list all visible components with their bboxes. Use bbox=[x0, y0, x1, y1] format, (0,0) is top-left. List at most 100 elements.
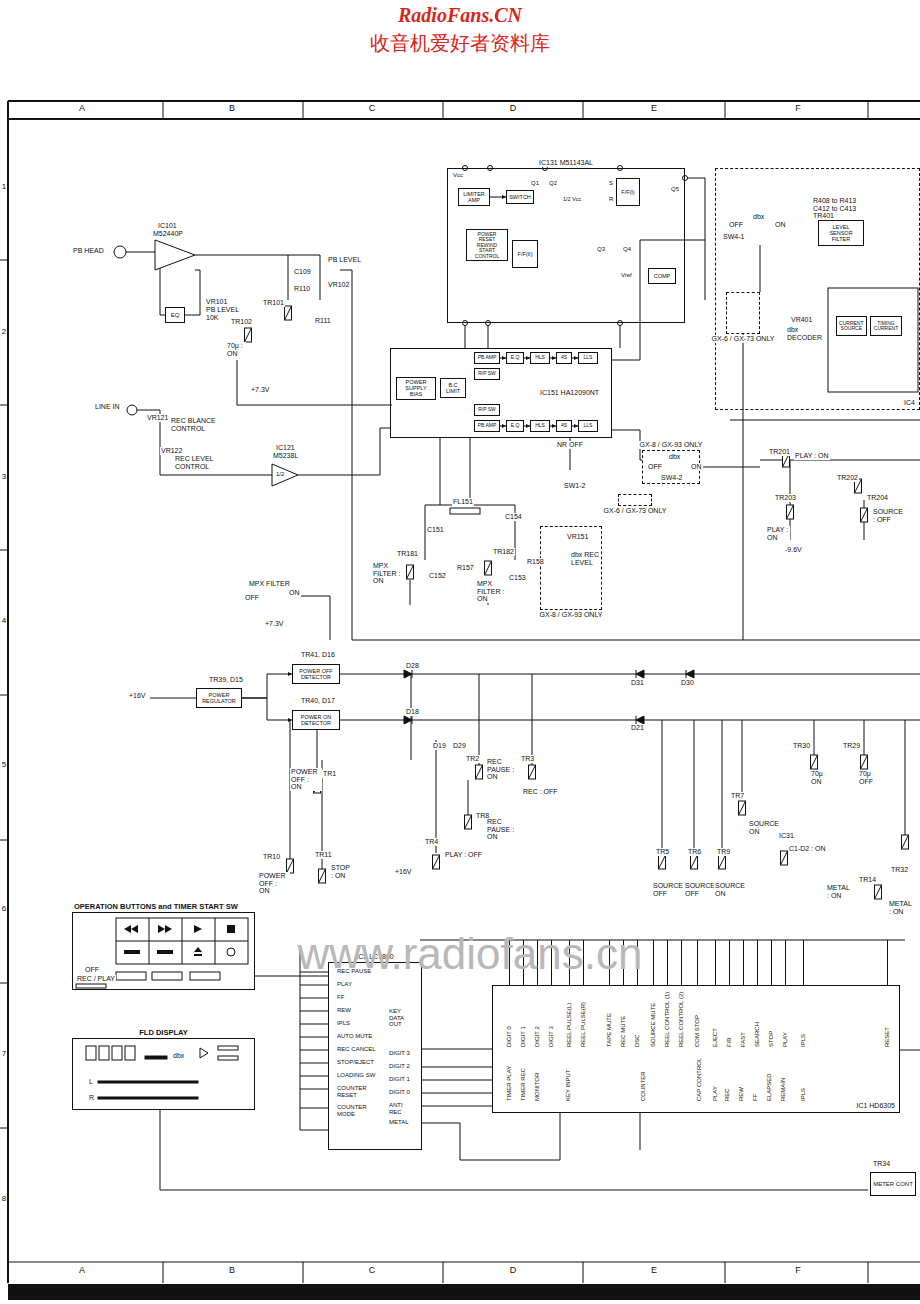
transistor-symbol bbox=[781, 851, 788, 865]
schematic-label: Q1 bbox=[530, 180, 540, 187]
schematic-label: TR102 bbox=[230, 318, 253, 326]
function-block: B.C LIMIT bbox=[440, 378, 466, 398]
pin-wire bbox=[697, 940, 698, 985]
block-label: LLS bbox=[584, 355, 593, 361]
pin-name: REC MUTE bbox=[620, 1015, 627, 1048]
schematic-label: TR29 bbox=[842, 742, 861, 750]
block-label: LEVEL SENSOR FILTER bbox=[821, 224, 861, 242]
pin-name: REC PAUSE bbox=[336, 968, 378, 975]
schematic-label: dbx bbox=[668, 453, 681, 461]
pin-name: MONITOR bbox=[534, 1072, 541, 1102]
schematic-label: MPX FILTER : ON bbox=[476, 580, 508, 603]
ic4-inner-block bbox=[828, 288, 918, 392]
grid-reference: 2 bbox=[1, 328, 7, 337]
pin-name: REEL PULSE(L) bbox=[566, 1002, 573, 1048]
pin-name: ELAPSED bbox=[766, 1072, 773, 1102]
schematic-label: L bbox=[88, 1078, 94, 1086]
schematic-label: Q5 bbox=[670, 186, 680, 193]
grid-reference: 4 bbox=[1, 617, 7, 626]
schematic-label: Q4 bbox=[622, 246, 632, 253]
pin-name: FAST bbox=[740, 1031, 747, 1048]
schematic-label: TR204 bbox=[866, 494, 889, 502]
pin-name: COUNTER RESET bbox=[336, 1085, 378, 1098]
schematic-label: R bbox=[608, 196, 614, 203]
function-block: LLS bbox=[578, 352, 598, 364]
schematic-label: FL151 bbox=[452, 498, 474, 506]
pin-name: AUTO MUTE bbox=[336, 1033, 378, 1040]
pin-name: COM STOP bbox=[694, 1014, 701, 1048]
schematic-label: IC121 bbox=[275, 444, 296, 452]
flip-flop-block: F/F(II) bbox=[512, 240, 538, 268]
pin-wire bbox=[729, 940, 730, 985]
pin-name: TIMER PLAY bbox=[506, 1065, 513, 1102]
grid-reference: 6 bbox=[1, 905, 7, 914]
schematic-label: TR11 bbox=[314, 851, 333, 859]
pin-wire bbox=[771, 940, 772, 985]
grid-reference: C bbox=[368, 1266, 377, 1276]
pin-name: SOURCE MUTE bbox=[650, 1002, 657, 1048]
schematic-label: +16V bbox=[128, 692, 147, 700]
block-label: TIMING CURRENT bbox=[873, 321, 899, 332]
schematic-label: M52440P bbox=[152, 230, 184, 238]
transistor-symbol bbox=[287, 859, 294, 873]
pin-name: PLAY bbox=[712, 1085, 719, 1102]
transistor-symbol bbox=[875, 885, 882, 899]
pin-name: PLAY bbox=[782, 1031, 789, 1048]
transistor-symbol bbox=[787, 505, 794, 519]
block-heading: GX-8 / GX-93 ONLY bbox=[639, 441, 704, 449]
schematic-label: SOURCE ON bbox=[714, 882, 740, 897]
schematic-label: R110 bbox=[293, 285, 311, 293]
schematic-label: R bbox=[88, 1094, 95, 1102]
pin-name: FF bbox=[336, 994, 378, 1001]
schematic-label: VR101 bbox=[205, 298, 228, 306]
pin-name: REEL CONTROL (2) bbox=[678, 991, 685, 1048]
schematic-label: C151 bbox=[426, 526, 445, 534]
schematic-label: dbx DECODER bbox=[786, 326, 816, 341]
pin-name: F/R bbox=[726, 1036, 733, 1048]
fl151-coil bbox=[450, 508, 480, 514]
schematic-label: TR30 bbox=[792, 742, 811, 750]
schematic-label: TR10 bbox=[262, 853, 281, 861]
function-block: POWER SUPPLY BIAS bbox=[396, 377, 436, 400]
site-header: 收音机爱好者资料库 bbox=[369, 32, 551, 54]
function-block: LLS bbox=[578, 420, 598, 432]
transistor-symbol bbox=[861, 508, 868, 522]
schematic-label: METAL : ON bbox=[888, 900, 916, 915]
filter-block: LEVEL SENSOR FILTER bbox=[818, 220, 864, 246]
pin-wire bbox=[681, 940, 682, 985]
switch-block: R/P SW bbox=[474, 368, 500, 380]
option-region: GX-6 / GX-73 ONLY bbox=[726, 292, 760, 334]
block-heading: IC131 M51143AL bbox=[538, 159, 594, 167]
schematic-label: -9.6V bbox=[784, 546, 803, 554]
grid-reference: A bbox=[78, 104, 86, 114]
schematic-label: TR203 bbox=[774, 494, 797, 502]
transistor-symbol bbox=[245, 328, 252, 342]
switch-block: R/P SW bbox=[474, 404, 500, 416]
block-label: E.Q bbox=[511, 355, 520, 361]
diode-symbol bbox=[404, 670, 694, 724]
pin-wire bbox=[653, 940, 654, 985]
schematic-label: Q2 bbox=[548, 180, 558, 187]
grid-reference: A bbox=[78, 1266, 86, 1276]
block-label: F/F(II) bbox=[518, 251, 533, 257]
grid-divider bbox=[0, 101, 920, 1283]
schematic-label: TR34 bbox=[872, 1160, 891, 1168]
schematic-label: VR102 bbox=[327, 281, 350, 289]
eq-block: EQ bbox=[165, 307, 185, 323]
block-label: SWITCH bbox=[509, 194, 531, 200]
pin-name: ANTI REC bbox=[388, 1102, 416, 1115]
schematic-label: OFF bbox=[84, 966, 100, 974]
schematic-label: TR101 bbox=[262, 299, 285, 307]
schematic-label: R157 bbox=[456, 564, 475, 572]
schematic-label: C1-D2 : ON bbox=[788, 845, 827, 853]
block-label: COMP bbox=[654, 273, 671, 279]
frame-line bbox=[8, 101, 920, 1283]
schematic-label: REC : OFF bbox=[522, 788, 559, 796]
grid-reference: E bbox=[650, 1266, 658, 1276]
option-region: GX-6 / GX-73 ONLY bbox=[618, 494, 652, 506]
schematic-label: VR122 bbox=[160, 447, 183, 455]
schematic-label: TR14 bbox=[858, 876, 877, 884]
